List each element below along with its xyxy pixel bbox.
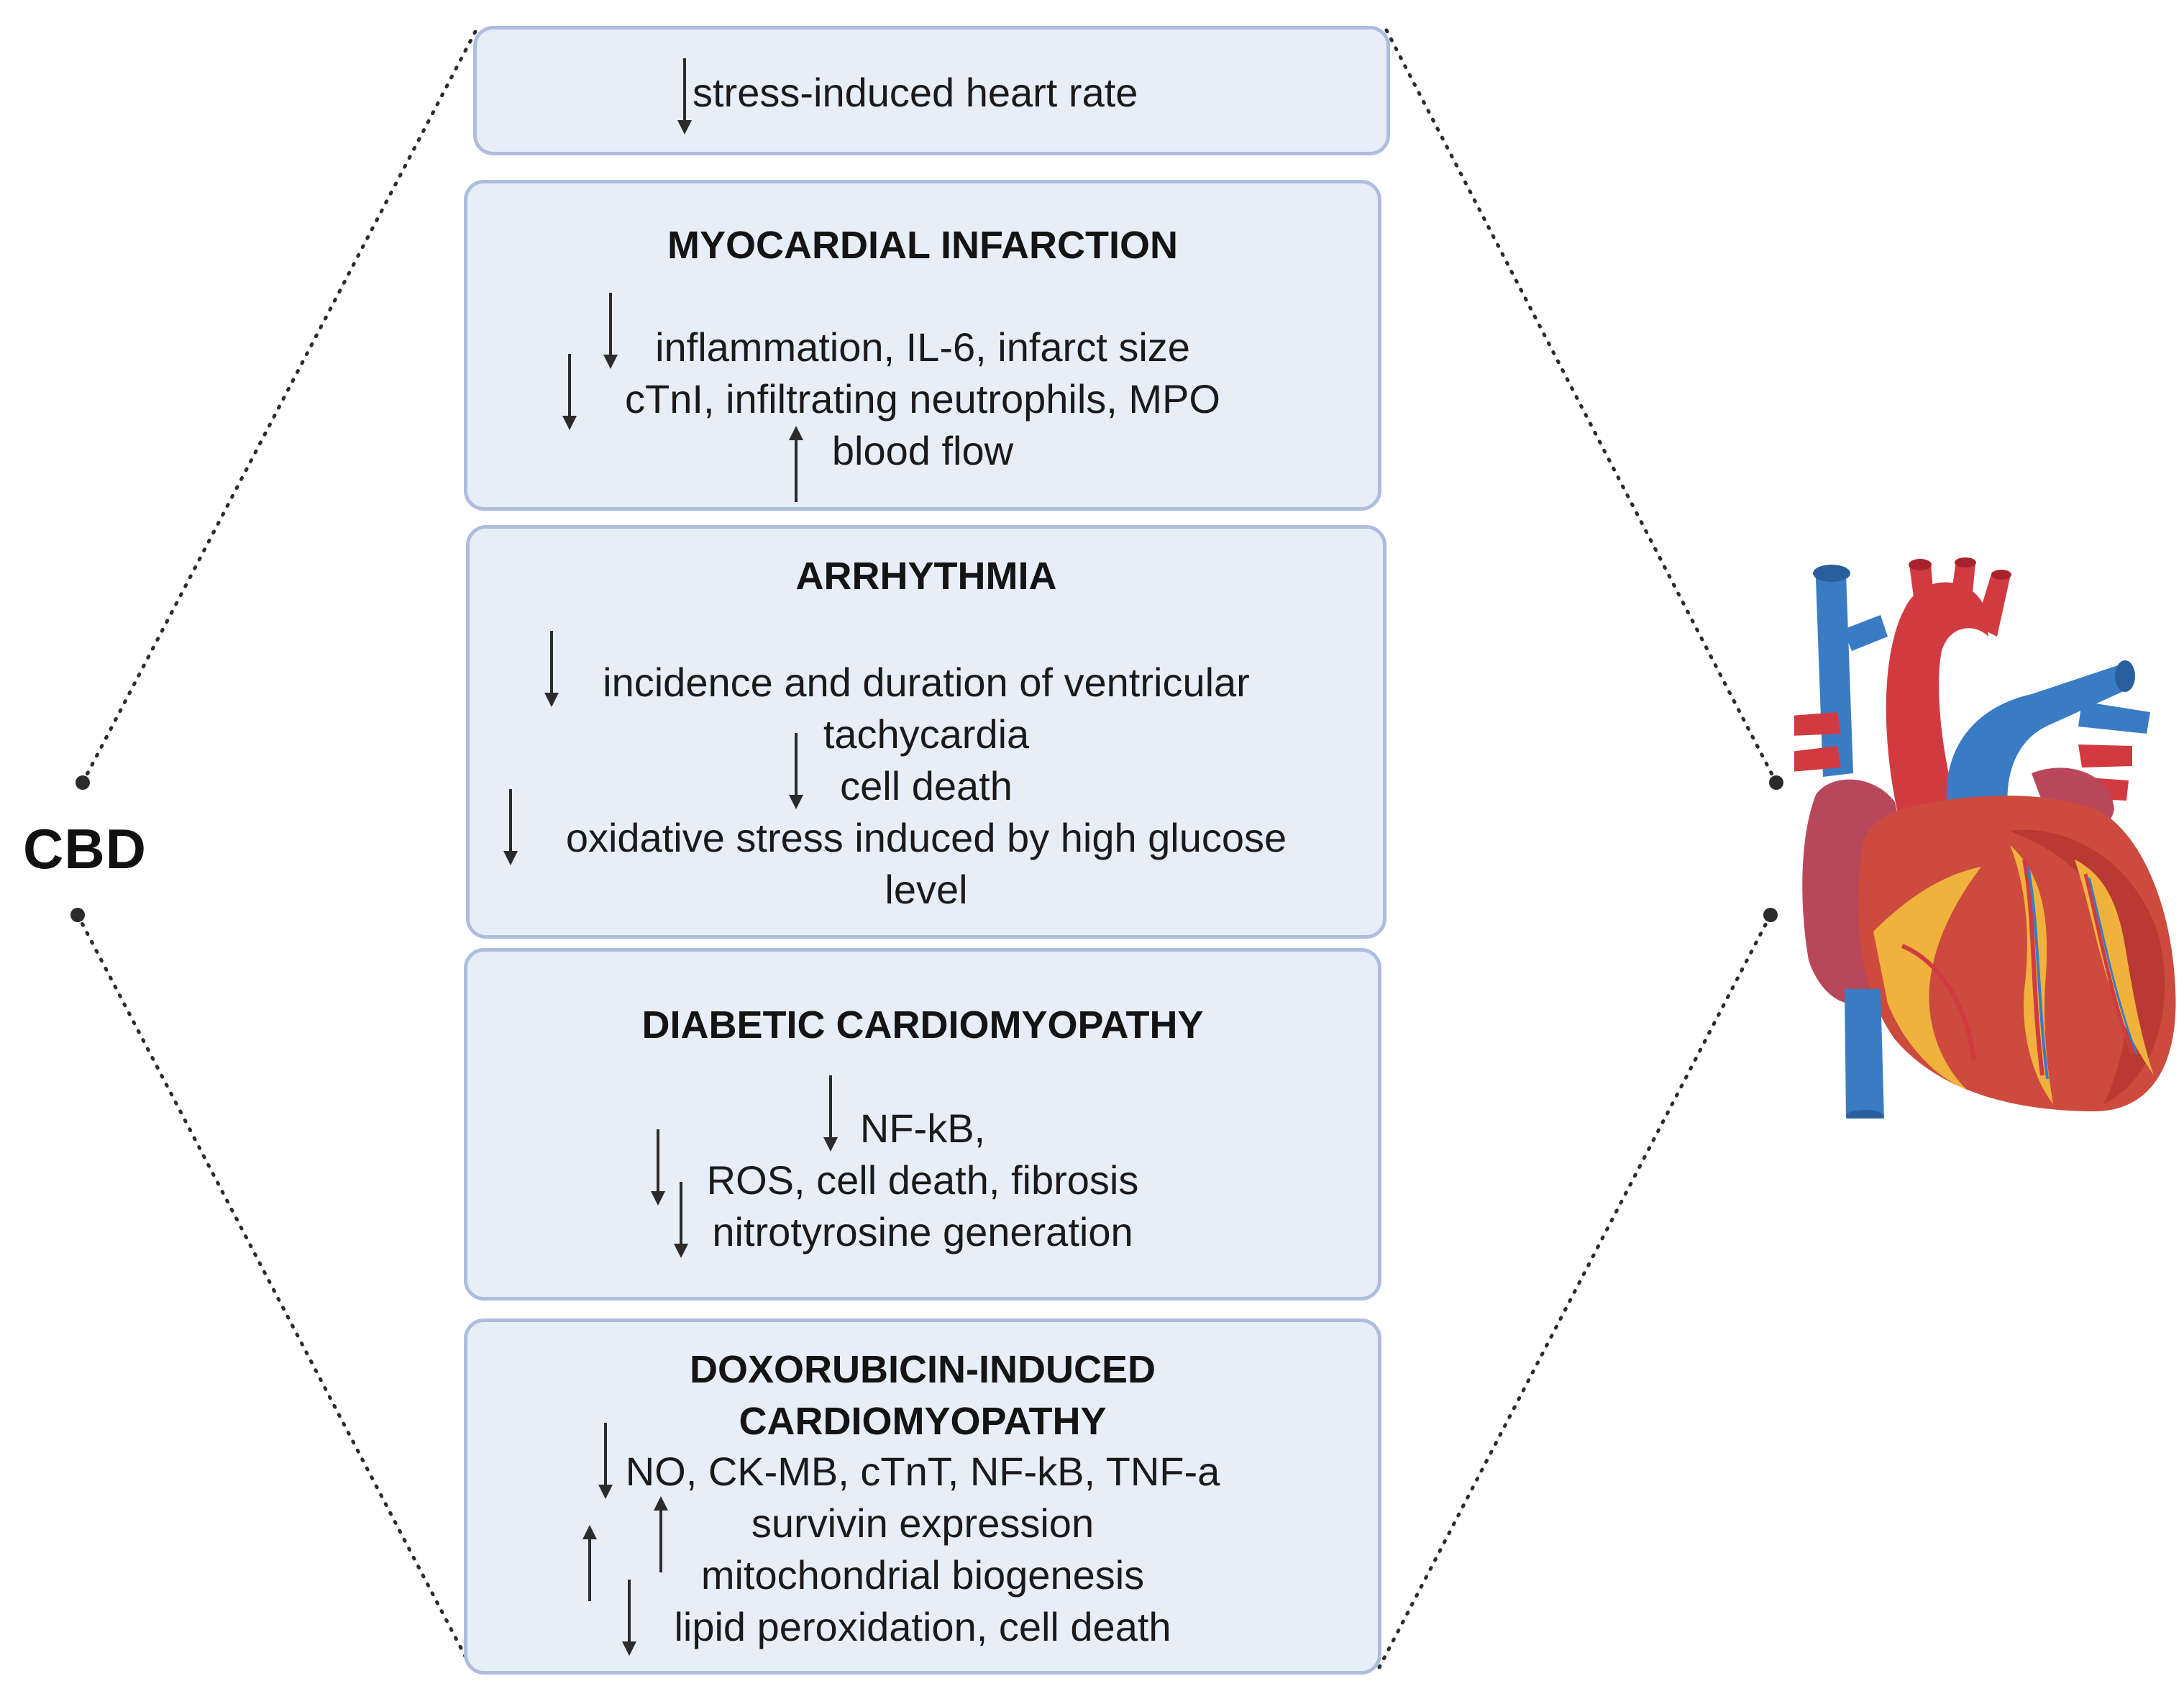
down-arrow-icon — [603, 293, 618, 369]
effect-text: survivin expression — [751, 1500, 1095, 1546]
effect-text: cell death — [840, 763, 1013, 808]
effect-text: ROS, cell death, fibrosis — [706, 1157, 1139, 1203]
cbd-label: CBD — [23, 817, 147, 880]
inferior-vena-cava — [1845, 989, 1884, 1119]
aortic-arch — [1886, 582, 1988, 816]
effect-text: incidence and duration of ventricular — [603, 660, 1250, 705]
down-arrow-icon — [677, 58, 692, 135]
down-arrow-icon — [544, 631, 559, 707]
effect-text: inflammation, IL-6, infarct size — [655, 324, 1190, 370]
effect-text: NF-kB, — [859, 1106, 986, 1151]
down-arrow-icon — [562, 354, 577, 430]
effect-text: stress-induced heart rate — [693, 70, 1138, 115]
connector-heart-top — [1384, 28, 1778, 785]
up-arrow-icon — [789, 426, 803, 502]
connector-cbd-top — [81, 28, 478, 785]
heart-illustration — [1794, 557, 2176, 1119]
down-arrow-icon — [651, 1129, 665, 1206]
box-title: MYOCARDIAL INFARCTION — [667, 224, 1178, 267]
up-arrow-icon — [582, 1525, 597, 1601]
connector-dot-heart-bottom — [1763, 908, 1778, 922]
box-myocardial-infarction: MYOCARDIAL INFARCTION inflammation, IL-6… — [464, 180, 1381, 511]
coronary-fat — [1873, 867, 1981, 1090]
effect-text: mitochondrial biogenesis — [700, 1552, 1145, 1598]
down-arrow-icon — [598, 1423, 613, 1499]
box-title: DOXORUBICIN-INDUCED — [690, 1348, 1156, 1391]
effect-text: NO, CK-MB, cTnT, NF-kB, TNF-a — [625, 1449, 1220, 1494]
connector-dot-cbd-bottom — [70, 908, 85, 922]
effect-text: tachycardia — [823, 711, 1030, 757]
effect-text: level — [885, 867, 968, 912]
effect-text: cTnI, infiltrating neutrophils, MPO — [625, 376, 1220, 422]
connector-heart-bottom — [1377, 913, 1773, 1670]
up-arrow-icon — [654, 1496, 668, 1572]
down-arrow-icon — [503, 789, 518, 865]
effect-text: blood flow — [831, 428, 1014, 473]
box-title: ARRHYTHMIA — [795, 555, 1057, 598]
effect-text: oxidative stress induced by high glucose — [565, 815, 1287, 860]
box-doxorubicin-cardiomyopathy: DOXORUBICIN-INDUCED CARDIOMYOPATHY NO, C… — [464, 1318, 1381, 1675]
box-title: DIABETIC CARDIOMYOPATHY — [641, 1003, 1204, 1047]
down-arrow-icon — [674, 1182, 688, 1258]
down-arrow-icon — [789, 733, 803, 809]
box-stress-heart-rate: stress-induced heart rate — [473, 26, 1390, 155]
connector-dot-cbd-top — [76, 775, 90, 790]
superior-vena-cava — [1815, 566, 1853, 777]
box-arrhythmia: ARRHYTHMIA incidence and duration of ven… — [466, 525, 1386, 939]
box-title: CARDIOMYOPATHY — [739, 1400, 1107, 1443]
down-arrow-icon — [823, 1075, 838, 1152]
effect-text: nitrotyrosine generation — [712, 1209, 1133, 1254]
connector-cbd-bottom — [76, 913, 473, 1670]
connector-dot-heart-top — [1769, 775, 1783, 790]
down-arrow-icon — [622, 1580, 636, 1656]
effect-text: lipid peroxidation, cell death — [674, 1604, 1171, 1649]
box-diabetic-cardiomyopathy: DIABETIC CARDIOMYOPATHY NF-kB, ROS, cell… — [464, 948, 1381, 1301]
